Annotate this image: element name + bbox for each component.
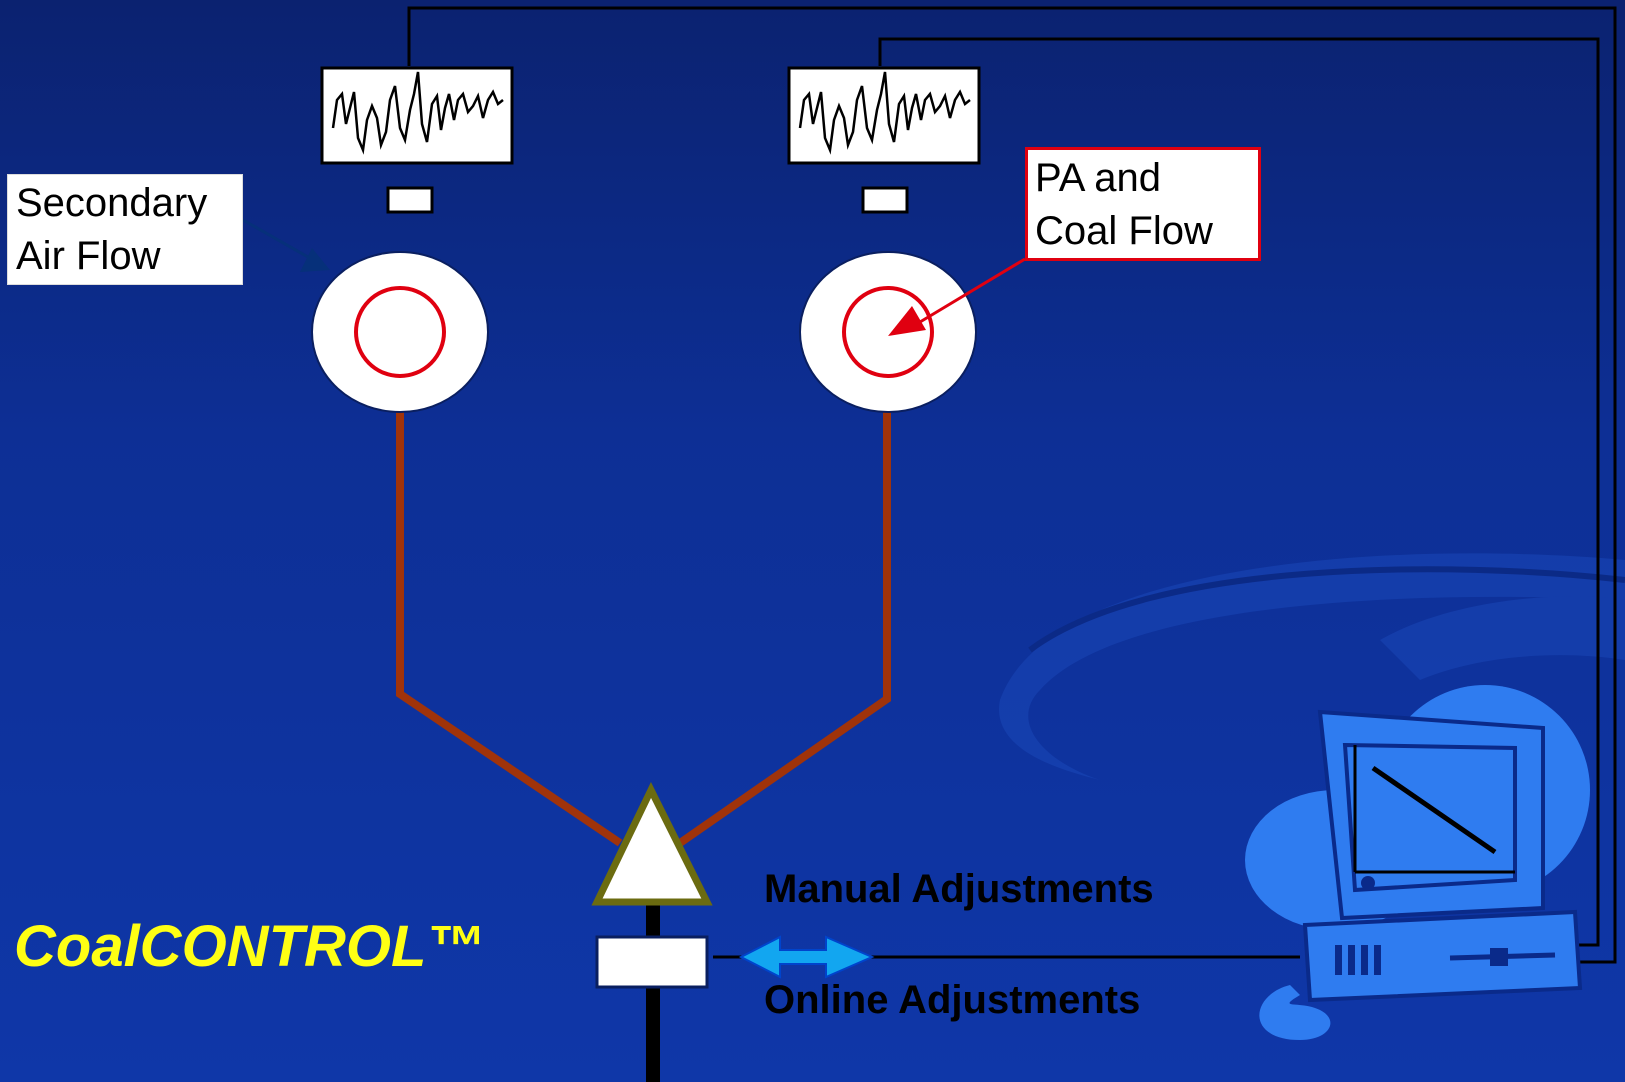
trace-box-right	[787, 66, 981, 165]
burner-left	[311, 251, 489, 413]
burner-right	[799, 251, 977, 413]
sensor-ring-right	[842, 286, 934, 378]
wire-right-trace	[878, 37, 1600, 947]
pa-coal-line1: PA and	[1035, 156, 1162, 200]
sensor-box-right	[861, 186, 909, 214]
secondary-air-line1: Secondary	[16, 181, 208, 225]
pipe-right	[677, 370, 891, 847]
online-adjustments-label: Online Adjustments	[764, 978, 1141, 1022]
sensor-box-left	[386, 186, 434, 214]
sensor-ring-left	[354, 286, 446, 378]
callout-arrow-pa	[919, 257, 1026, 324]
callout-arrowhead-secondary	[300, 248, 330, 272]
manual-adjustments-label: Manual Adjustments	[764, 867, 1154, 911]
pipe-left	[396, 370, 623, 847]
burner-icon	[311, 251, 489, 413]
control-damper-box	[595, 935, 709, 989]
pa-coal-line2: Coal Flow	[1035, 209, 1213, 253]
signal-trace-icon	[331, 71, 504, 155]
signal-trace-icon	[798, 71, 971, 155]
computer-icon	[1245, 685, 1590, 1040]
splitter	[591, 782, 713, 1082]
secondary-air-line2: Air Flow	[16, 234, 161, 278]
trace-box-left	[320, 66, 514, 165]
coal-pipes	[396, 370, 891, 847]
background-swoosh	[999, 553, 1625, 780]
pa-coal-flow-label: PA and Coal Flow	[1025, 147, 1261, 261]
secondary-air-flow-label: Secondary Air Flow	[7, 174, 243, 285]
splitter-triangle-icon	[591, 782, 713, 906]
callout-arrowhead-pa	[888, 306, 926, 336]
burner-icon	[799, 251, 977, 413]
brand-title: CoalCONTROL™	[14, 914, 485, 979]
wire-left-trace	[407, 6, 1617, 964]
bidirectional-arrow-icon	[738, 935, 875, 979]
